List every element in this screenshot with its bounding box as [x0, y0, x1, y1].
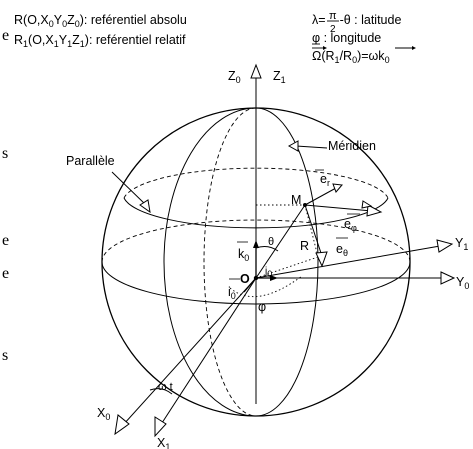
z1-axis-label: Z1: [273, 69, 286, 85]
reference-frame-definitions: R(O,X0Y0Z0): reférentiel absolu R1(O,X1Y…: [14, 13, 187, 49]
e-r-arrowhead: [332, 183, 343, 193]
e-theta-label: eθ: [336, 242, 348, 258]
k0-vector-arrowhead: [253, 240, 259, 248]
theta-label: θ: [268, 236, 274, 248]
x0-axis-label: X0: [97, 406, 110, 422]
meridian-leader-arrowhead: [287, 140, 299, 152]
origin-label: O: [240, 272, 250, 286]
y1-axis-label: Y1: [455, 236, 468, 252]
e-theta-arrowhead: [315, 251, 328, 268]
phi-label: φ: [258, 300, 266, 314]
z0-axis-label: Z0: [228, 69, 241, 85]
e-phi-vector: [304, 204, 373, 212]
construction-vertical: [304, 204, 319, 258]
absolute-frame-label: R(O,X0Y0Z0): reférentiel absolu: [14, 13, 187, 29]
y1-axis-line: [255, 245, 441, 279]
omega-t-label: ω t: [158, 381, 173, 393]
e-r-label: er: [320, 172, 330, 188]
x1-axis-line: [159, 277, 257, 427]
parallel-leader-arrowhead: [139, 199, 151, 214]
i0-label: i0: [228, 285, 236, 301]
margin-glyph: e: [2, 232, 9, 249]
formulas: λ=-θ : latitude π 2 φ : longitude Ω(R1/R…: [312, 10, 416, 65]
j0-label: j0: [264, 266, 272, 279]
parallel-label: Parallèle: [66, 154, 115, 168]
y1-arrowhead: [436, 239, 454, 253]
i0-vector: [243, 277, 257, 293]
radius-vector: [255, 204, 306, 279]
k0-label: k0: [238, 247, 249, 263]
meridian-front: [255, 107, 319, 417]
margin-glyphs: e s e e s: [2, 27, 9, 364]
margin-glyph: e: [2, 265, 9, 282]
parallel-direction-arrow: [361, 200, 373, 209]
meridian-back: [203, 107, 257, 417]
x0-arrowhead: [114, 414, 130, 436]
latitude-formula: λ=-θ : latitude: [312, 13, 401, 27]
omega-formula: Ω(R1/R0)=ωk0: [312, 49, 390, 65]
j0-vector-arrowhead: [270, 275, 278, 281]
omega-t-arc: [149, 388, 173, 395]
k0-arrowhead: [412, 46, 416, 50]
origin-point: [253, 275, 259, 281]
projection-line: [255, 256, 319, 279]
meridian-x1: [163, 107, 257, 417]
z0-arrowhead: [250, 63, 262, 79]
margin-glyph: e: [2, 27, 9, 44]
relative-frame-label: R1(O,X1Y1Z1): reférentiel relatif: [14, 33, 186, 49]
point-m-label: M: [291, 193, 301, 207]
two-denominator: 2: [330, 24, 336, 35]
e-phi-arrowhead: [366, 204, 383, 217]
parallel-leader: [111, 171, 147, 206]
e-r-vector: [304, 187, 337, 206]
x1-arrowhead: [154, 416, 167, 438]
pi-numerator: π: [329, 10, 337, 22]
meridian-label: Méridien: [328, 139, 376, 153]
radius-label: R: [300, 239, 309, 253]
longitude-formula: φ : longitude: [312, 31, 381, 45]
phi-arc: [229, 275, 303, 298]
meridian-leader: [295, 145, 328, 149]
y0-arrowhead: [440, 271, 456, 285]
x1-axis-label: X1: [157, 436, 170, 449]
margin-glyph: s: [2, 145, 8, 162]
e-phi-label: eφ: [344, 217, 357, 233]
x0-axis-line: [122, 277, 257, 426]
y0-axis-label: Y0: [456, 275, 469, 291]
margin-glyph: s: [2, 347, 8, 364]
parallel-back: [123, 167, 389, 199]
omega-arrowhead: [323, 46, 327, 50]
e-theta-vector: [304, 204, 323, 257]
